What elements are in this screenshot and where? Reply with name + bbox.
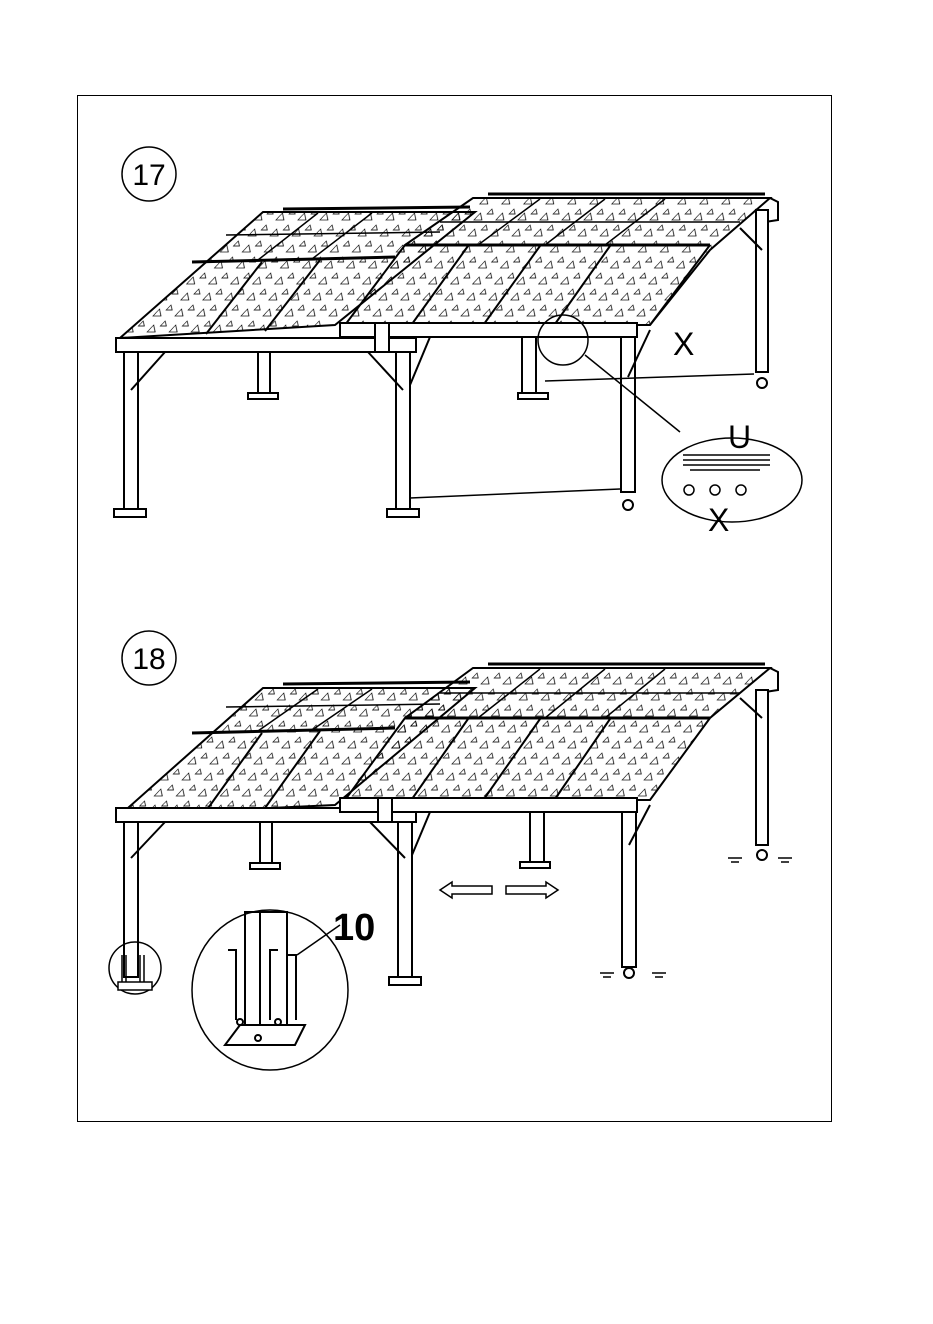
step-18: 18 bbox=[109, 631, 792, 1070]
connector-bracket bbox=[378, 798, 392, 822]
step-18-number: 18 bbox=[132, 643, 165, 676]
arrow-right-icon bbox=[506, 882, 558, 898]
base-plates bbox=[114, 393, 548, 517]
right-roof-section bbox=[345, 664, 778, 800]
detail-x-label: X bbox=[708, 502, 729, 538]
front-beam-left bbox=[116, 338, 416, 352]
wheel-icon bbox=[757, 850, 767, 860]
x-label: X bbox=[673, 326, 694, 362]
detail-u-label: U bbox=[728, 419, 751, 455]
wheel-icon bbox=[757, 378, 767, 388]
wheel-icon bbox=[623, 500, 633, 510]
connector-bracket bbox=[375, 323, 389, 352]
arrow-left-icon bbox=[440, 882, 492, 898]
step-17: 17 bbox=[114, 147, 802, 538]
part-number-label: 10 bbox=[333, 907, 375, 949]
wheel-icon bbox=[624, 968, 634, 978]
step-17-number: 17 bbox=[132, 159, 165, 192]
